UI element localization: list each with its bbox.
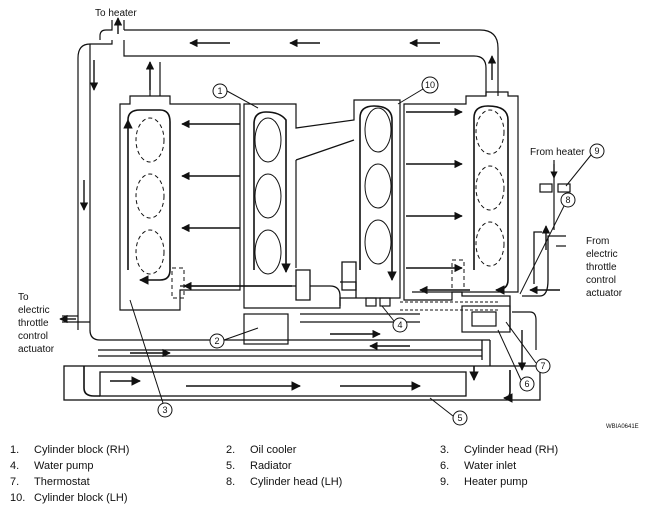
svg-text:electric: electric — [586, 249, 618, 260]
callout-1: 1 — [212, 83, 259, 109]
svg-text:electric: electric — [18, 305, 50, 316]
cylinder-block-lh — [364, 107, 392, 265]
coolant-circuit-diagram: 1 2 3 4 5 6 7 8 9 10 — [18, 8, 639, 430]
callout-8: 8 — [519, 192, 576, 295]
head-lh-flow — [473, 105, 509, 295]
svg-text:10: 10 — [425, 80, 435, 90]
svg-text:9: 9 — [594, 146, 599, 156]
legend-item-1: 1.Cylinder block (RH) — [10, 444, 130, 456]
callout-9: 9 — [565, 143, 605, 187]
legend-item-9: 9.Heater pump — [440, 476, 528, 488]
cylinder-head-rh — [119, 62, 241, 311]
svg-text:8: 8 — [565, 195, 570, 205]
svg-text:control: control — [586, 275, 616, 286]
head-rh-flow — [123, 109, 171, 285]
radiator-flow — [83, 366, 513, 403]
svg-text:7: 7 — [540, 361, 545, 371]
cylinder-block-rh — [243, 99, 401, 309]
legend-item-8: 8.Cylinder head (LH) — [226, 476, 343, 488]
from-etc-label: From electric throttle control actuator — [586, 236, 623, 299]
crossflow-arrows — [181, 107, 463, 273]
heater-pump — [539, 160, 571, 230]
legend-item-6: 6.Water inlet — [440, 460, 517, 472]
cylinder-head-lh — [403, 91, 519, 301]
legend-item-5: 5.Radiator — [226, 460, 292, 472]
radiator-feed-pipes — [89, 329, 491, 366]
callout-7: 7 — [505, 321, 551, 374]
radiator-feed-arrows — [130, 329, 527, 371]
heater-pipe — [77, 20, 499, 330]
oil-cooler — [243, 313, 289, 345]
svg-text:throttle: throttle — [18, 318, 49, 329]
legend-item-2: 2.Oil cooler — [226, 444, 297, 456]
svg-text:1: 1 — [217, 86, 222, 96]
radiator — [63, 365, 541, 401]
svg-text:From: From — [586, 236, 609, 247]
svg-text:4: 4 — [397, 320, 402, 330]
cylinder-head-rh-bores — [135, 117, 185, 299]
svg-text:throttle: throttle — [586, 262, 617, 273]
block-rh-bores — [254, 117, 282, 275]
legend-item-10: 10.Cylinder block (LH) — [10, 492, 128, 504]
legend-item-7: 7.Thermostat — [10, 476, 90, 488]
svg-text:2: 2 — [214, 336, 219, 346]
collector-flow-arrows — [183, 225, 560, 295]
heater-flow-arrows — [79, 17, 497, 211]
block-lh-flow — [359, 105, 397, 281]
legend-item-3: 3.Cylinder head (RH) — [440, 444, 559, 456]
svg-text:actuator: actuator — [586, 288, 623, 299]
head-lh-bores — [451, 109, 505, 291]
svg-text:6: 6 — [524, 379, 529, 389]
svg-text:actuator: actuator — [18, 344, 55, 355]
callout-10: 10 — [397, 76, 439, 105]
callout-3: 3 — [129, 299, 173, 418]
block-rh-flow — [253, 111, 291, 273]
callout-6: 6 — [497, 329, 535, 392]
to-heater-label: To heater — [95, 8, 137, 19]
to-etc-label: To electric throttle control actuator — [18, 292, 55, 355]
return-line — [400, 301, 500, 311]
thermostat — [461, 305, 537, 350]
callout-4: 4 — [381, 305, 408, 333]
legend-item-4: 4.Water pump — [10, 460, 94, 472]
svg-text:3: 3 — [162, 405, 167, 415]
figure-code: WBIA0641E — [606, 424, 639, 430]
callout-2: 2 — [209, 327, 259, 349]
svg-text:5: 5 — [457, 413, 462, 423]
svg-text:control: control — [18, 331, 48, 342]
legend: 1.Cylinder block (RH) 2.Oil cooler 3.Cyl… — [0, 440, 650, 518]
callout-5: 5 — [429, 397, 468, 426]
svg-text:To: To — [18, 292, 29, 303]
from-heater-label: From heater — [530, 147, 585, 158]
